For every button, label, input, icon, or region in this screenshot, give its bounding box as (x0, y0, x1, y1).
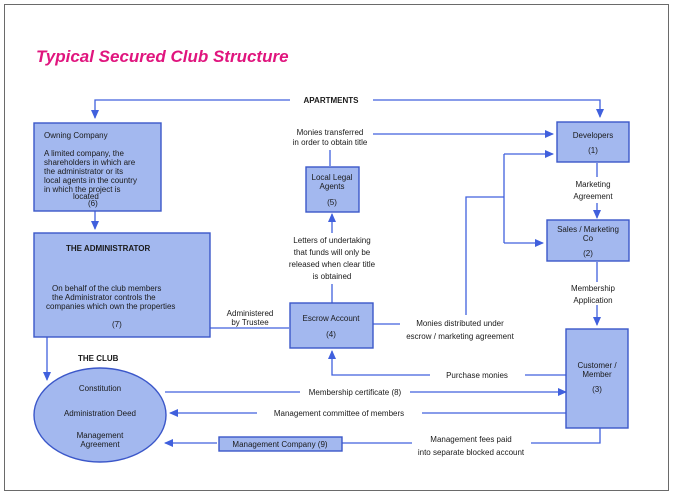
membership-application-label-2: Application (573, 296, 612, 305)
sales-marketing-number: (2) (583, 249, 593, 258)
owning-company-line-4: local agents in the country (44, 176, 137, 185)
administrator-number: (7) (112, 320, 122, 329)
local-legal-agents-number: (5) (327, 198, 337, 207)
escrow-account-box: Escrow Account (4) (289, 302, 374, 349)
owning-company-line-3: the administrator or its (44, 167, 123, 176)
club-constitution: Constitution (79, 384, 121, 393)
letters-label-4: is obtained (313, 272, 352, 281)
owning-company-line-6: located (73, 192, 99, 201)
club-ellipse: Constitution Administration Deed Managem… (33, 367, 167, 463)
monies-transferred-label-1: Monies transferred (297, 128, 364, 137)
monies-transferred-label-2: in order to obtain title (293, 138, 368, 147)
customer-member-box: Customer / Member (3) (565, 328, 629, 429)
administered-label-1: Administered (227, 309, 274, 318)
club-management: Management (77, 431, 124, 440)
membership-application-label-1: Membership (571, 284, 616, 293)
customer-member-number: (3) (592, 385, 602, 394)
customer-member-title-2: Member (582, 370, 612, 379)
owning-company-line-1: A limited company, the (44, 149, 124, 158)
local-legal-agents-title-2: Agents (320, 182, 345, 191)
apartments-arrow-left (91, 99, 290, 119)
letters-label-3: released when clear title (289, 260, 376, 269)
owning-company-box: Owning Company A limited company, the sh… (33, 122, 162, 212)
escrow-account-number: (4) (326, 330, 336, 339)
owning-company-line-2: shareholders in which are (44, 158, 136, 167)
owning-company-number: (6) (88, 199, 98, 208)
distributed-riser (465, 196, 504, 315)
local-legal-agents-box: Local Legal Agents (5) (305, 166, 360, 213)
management-fees-label-1: Management fees paid (430, 435, 511, 444)
customer-member-title-1: Customer / (577, 361, 617, 370)
monies-distributed-label-1: Monies distributed under (416, 319, 504, 328)
letters-label-2: that funds will only be (294, 248, 371, 257)
sales-marketing-title-2: Co (583, 234, 594, 243)
administrator-line-1: On behalf of the club members (52, 284, 161, 293)
management-committee-label: Management committee of members (274, 409, 404, 418)
purchase-monies-arrow (328, 350, 430, 376)
owning-company-title: Owning Company (44, 131, 108, 140)
apartments-arrow-right (373, 99, 604, 118)
sales-marketing-title-1: Sales / Marketing (557, 225, 619, 234)
administrator-line-3: companies which own the properties (46, 302, 175, 311)
marketing-agreement-label-2: Agreement (573, 192, 613, 201)
apartments-label: APARTMENTS (304, 96, 360, 105)
diagram-title: Typical Secured Club Structure (36, 47, 289, 66)
owning-company-line-5: in which the project is (44, 185, 120, 194)
management-company-title: Management Company (9) (232, 440, 327, 449)
sales-marketing-box: Sales / Marketing Co (2) (546, 219, 630, 262)
management-company-box: Management Company (9) (218, 436, 343, 452)
developers-number: (1) (588, 146, 598, 155)
mgmt-fees-line (531, 428, 601, 444)
letters-label-1: Letters of undertaking (293, 236, 370, 245)
escrow-account-title: Escrow Account (303, 314, 361, 323)
administrator-box: THE ADMINISTRATOR On behalf of the club … (33, 232, 211, 338)
local-legal-agents-title-1: Local Legal (312, 173, 353, 182)
administrator-title: THE ADMINISTRATOR (66, 244, 151, 253)
monies-distributed-label-2: escrow / marketing agreement (406, 332, 514, 341)
administrator-line-2: the Administrator controls the (52, 293, 156, 302)
club-agreement: Agreement (80, 440, 120, 449)
the-club-heading: THE CLUB (78, 354, 119, 363)
membership-certificate-label: Membership certificate (8) (309, 388, 402, 397)
developers-box: Developers (1) (556, 121, 630, 163)
purchase-monies-label: Purchase monies (446, 371, 508, 380)
administered-label-2: by Trustee (231, 318, 269, 327)
management-fees-label-2: into separate blocked account (418, 448, 525, 457)
developers-title: Developers (573, 131, 613, 140)
club-administration-deed: Administration Deed (64, 409, 136, 418)
marketing-agreement-label-1: Marketing (575, 180, 610, 189)
